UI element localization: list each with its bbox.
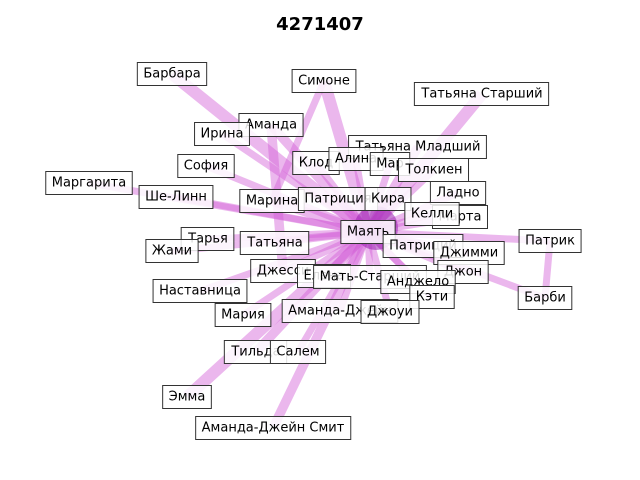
node-box <box>214 303 272 327</box>
node-patrik: Патрик <box>518 229 582 253</box>
node-tatyana: Татьяна <box>239 231 310 255</box>
node-margarita: Маргарита <box>45 171 133 195</box>
node-box <box>136 62 208 86</box>
node-label: Джесси <box>257 264 310 279</box>
node-label: Жами <box>152 244 192 259</box>
node-label: Толкиен <box>404 163 462 178</box>
node-box <box>269 340 327 364</box>
node-barbara: Барбара <box>136 62 208 86</box>
node-label: Наставница <box>159 284 241 299</box>
node-box <box>145 239 199 263</box>
node-box <box>517 286 573 310</box>
node-alina: Алина <box>328 147 384 171</box>
node-klod: Клод <box>292 151 340 175</box>
graph-title: 4271407 <box>276 14 364 35</box>
node-label: Мар <box>376 157 403 172</box>
node-label: Маргарита <box>52 176 126 191</box>
node-kira: Кира <box>364 187 412 211</box>
node-box <box>239 231 310 255</box>
node-label: Ладно <box>436 186 479 201</box>
node-box <box>404 202 460 226</box>
node-box <box>518 229 582 253</box>
node-label: Аманда-Джейн Смит <box>202 421 345 436</box>
node-mayat: Маять <box>340 220 396 244</box>
node-label: Ше-Линн <box>145 190 207 205</box>
node-box <box>45 171 133 195</box>
edge-simone-marina <box>268 79 328 203</box>
node-label: Кэти <box>416 290 448 305</box>
node-jimmy: Джимми <box>433 241 505 265</box>
node-emma: Эмма <box>162 385 212 409</box>
node-box <box>409 285 455 309</box>
node-box <box>138 185 214 209</box>
node-label: Татьяна Старший <box>420 87 542 102</box>
node-kelly: Келли <box>404 202 460 226</box>
edge-margarita-mayat <box>88 179 369 236</box>
node-marina: Марина <box>239 189 305 213</box>
node-sofia: София <box>177 154 235 178</box>
node-irina: Ирина <box>194 122 250 146</box>
node-label: Аманда <box>245 118 297 133</box>
node-maria: Мария <box>214 303 272 327</box>
node-box <box>195 416 352 440</box>
node-shelinn: Ше-Линн <box>138 185 214 209</box>
edge-amanda_js-mayat <box>268 229 373 431</box>
node-box <box>364 187 412 211</box>
node-label: Симоне <box>298 74 350 89</box>
node-label: Татьяна <box>246 236 302 251</box>
node-label: Джоуи <box>367 305 413 320</box>
node-box <box>413 82 550 106</box>
node-box <box>194 122 250 146</box>
node-katy: Кэти <box>409 285 455 309</box>
edge-amanda-mayat <box>267 121 372 236</box>
edge-tilda-mayat <box>252 228 372 356</box>
node-label: Марина <box>246 194 298 209</box>
node-tolkien: Толкиен <box>397 158 470 182</box>
node-patricia: Патриция <box>297 187 379 211</box>
node-label: Салем <box>276 345 319 360</box>
node-salem: Салем <box>269 340 327 364</box>
node-box <box>291 69 357 93</box>
edge-emma-mayat <box>182 227 373 402</box>
node-label: Эмма <box>169 390 206 405</box>
node-label: Алина <box>335 152 377 167</box>
node-label: София <box>184 159 228 174</box>
node-label: Клод <box>299 156 333 171</box>
node-tatyana_st: Татьяна Старший <box>413 82 550 106</box>
node-label: Патрик <box>525 234 575 249</box>
node-box <box>152 279 248 303</box>
node-label: Кира <box>371 192 405 207</box>
node-zhami: Жами <box>145 239 199 263</box>
node-label: Ирина <box>201 127 244 142</box>
edge-irina-mayat <box>220 131 370 235</box>
node-nastavnica: Наставница <box>152 279 248 303</box>
node-label: Патриция <box>304 192 371 207</box>
node-label: Тильда <box>230 345 280 360</box>
node-label: Барби <box>524 291 566 306</box>
node-label: Маять <box>347 225 389 240</box>
node-label: Келли <box>411 207 453 222</box>
node-box <box>162 385 212 409</box>
node-barbi: Барби <box>517 286 573 310</box>
node-joey: Джоуи <box>360 300 420 324</box>
node-amanda_js: Аманда-Джейн Смит <box>195 416 352 440</box>
node-label: Мария <box>221 308 265 323</box>
node-box <box>340 220 396 244</box>
node-label: Барбара <box>143 67 200 82</box>
node-ladno: Ладно <box>429 181 487 205</box>
node-box <box>177 154 235 178</box>
node-box <box>360 300 420 324</box>
edge-salem-mayat <box>294 230 372 354</box>
node-label: Джимми <box>440 246 498 261</box>
node-label: Татьяна Младший <box>355 140 481 155</box>
node-simone: Симоне <box>291 69 357 93</box>
